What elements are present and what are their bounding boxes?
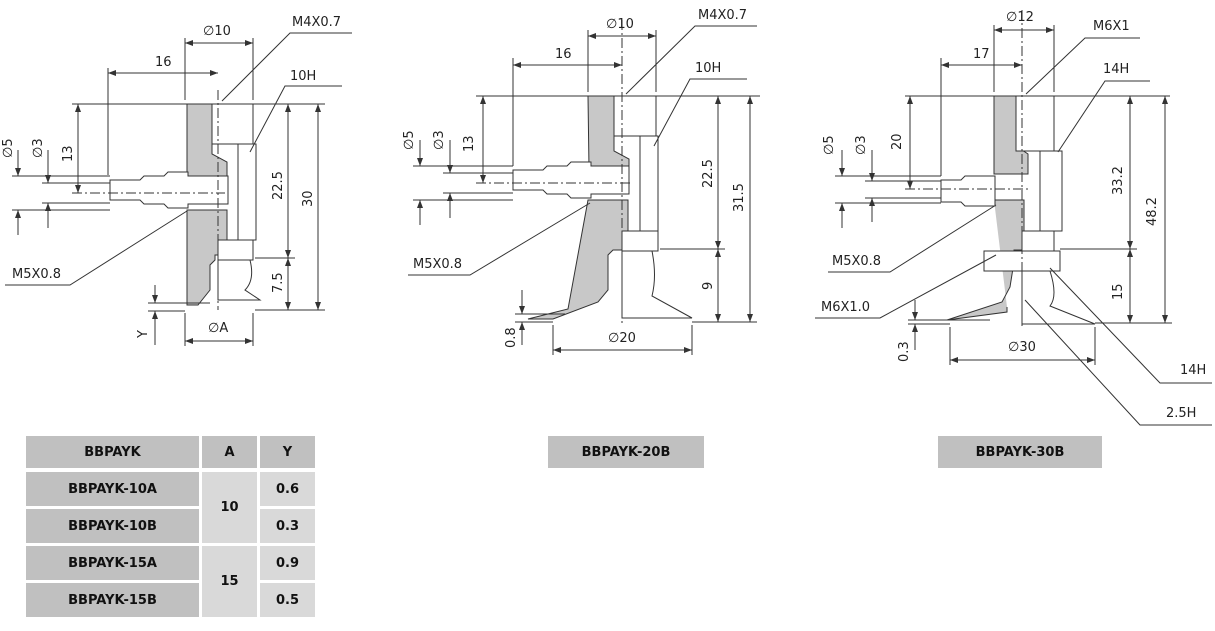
dim-h1: 22.5 <box>271 171 286 200</box>
table-cell-model: BBPAYK-15B <box>26 583 199 617</box>
table-header-y: Y <box>260 436 315 468</box>
hex3-label: 2.5H <box>1166 406 1197 421</box>
dim-port-height: 20 <box>890 133 905 150</box>
caption-bbpayk-30b: BBPAYK-30B <box>938 436 1102 468</box>
thread-top-label: M4X0.7 <box>292 15 342 30</box>
table-cell-y: 0.3 <box>260 509 315 543</box>
table-cell-model: BBPAYK-10B <box>26 509 199 543</box>
dim-dia-cup: ∅20 <box>608 331 636 346</box>
dim-dia-inner: ∅3 <box>31 138 46 158</box>
dim-dia-top: ∅10 <box>203 24 231 39</box>
table-cell-y: 0.9 <box>260 546 315 580</box>
dim-total-height: 48.2 <box>1145 197 1160 226</box>
hex-label: 10H <box>695 61 722 76</box>
table-cell-model: BBPAYK-10A <box>26 472 199 506</box>
dim-length: 16 <box>155 55 172 70</box>
dim-cup-height: 15 <box>1111 283 1126 300</box>
drawing-10-15 <box>5 32 352 346</box>
dim-port-height: 13 <box>462 135 477 152</box>
drawing-20 <box>408 20 760 355</box>
table-cell-y: 0.5 <box>260 583 315 617</box>
dim-dia-top: ∅10 <box>606 17 634 32</box>
dim-dia-top: ∅12 <box>1006 10 1034 25</box>
dim-total-height: 30 <box>301 190 316 207</box>
dim-dia-outer: ∅5 <box>402 130 417 150</box>
dim-dia-outer: ∅5 <box>822 135 837 155</box>
hex-label: 14H <box>1103 62 1130 77</box>
caption-bbpayk-20b: BBPAYK-20B <box>548 436 704 468</box>
dim-dia-cup: ∅A <box>208 321 229 336</box>
dim-dia-cup: ∅30 <box>1008 340 1036 355</box>
dim-cup-height: 9 <box>701 281 716 290</box>
table-header-model: BBPAYK <box>26 436 199 468</box>
table-header-a: A <box>202 436 257 468</box>
dim-dia-outer: ∅5 <box>1 138 16 158</box>
dim-y: 0.8 <box>504 327 519 348</box>
dim-total-height: 31.5 <box>732 183 747 212</box>
dim-length: 16 <box>555 47 572 62</box>
dim-h1: 33.2 <box>1111 166 1126 195</box>
table-cell-model: BBPAYK-15A <box>26 546 199 580</box>
dim-y: Y <box>136 330 151 338</box>
hex-label: 10H <box>290 69 317 84</box>
dim-port-height: 13 <box>61 145 76 162</box>
table-cell-y: 0.6 <box>260 472 315 506</box>
dim-length: 17 <box>973 47 990 62</box>
dim-h1: 22.5 <box>701 159 716 188</box>
dim-cup-height: 7.5 <box>271 272 286 293</box>
thread-cup-label: M6X1.0 <box>821 300 871 315</box>
table-cell-a: 10 <box>202 472 257 543</box>
dim-dia-inner: ∅3 <box>432 130 447 150</box>
thread-port-label: M5X0.8 <box>12 267 62 282</box>
dim-dia-inner: ∅3 <box>854 135 869 155</box>
thread-port-label: M5X0.8 <box>832 254 882 269</box>
thread-port-label: M5X0.8 <box>413 257 463 272</box>
hex2-label: 14H <box>1180 363 1207 378</box>
drawing-30 <box>815 10 1212 426</box>
thread-top-label: M4X0.7 <box>698 8 748 23</box>
thread-top-label: M6X1 <box>1093 19 1130 34</box>
dim-y: 0.3 <box>897 341 912 362</box>
table-cell-a: 15 <box>202 546 257 617</box>
